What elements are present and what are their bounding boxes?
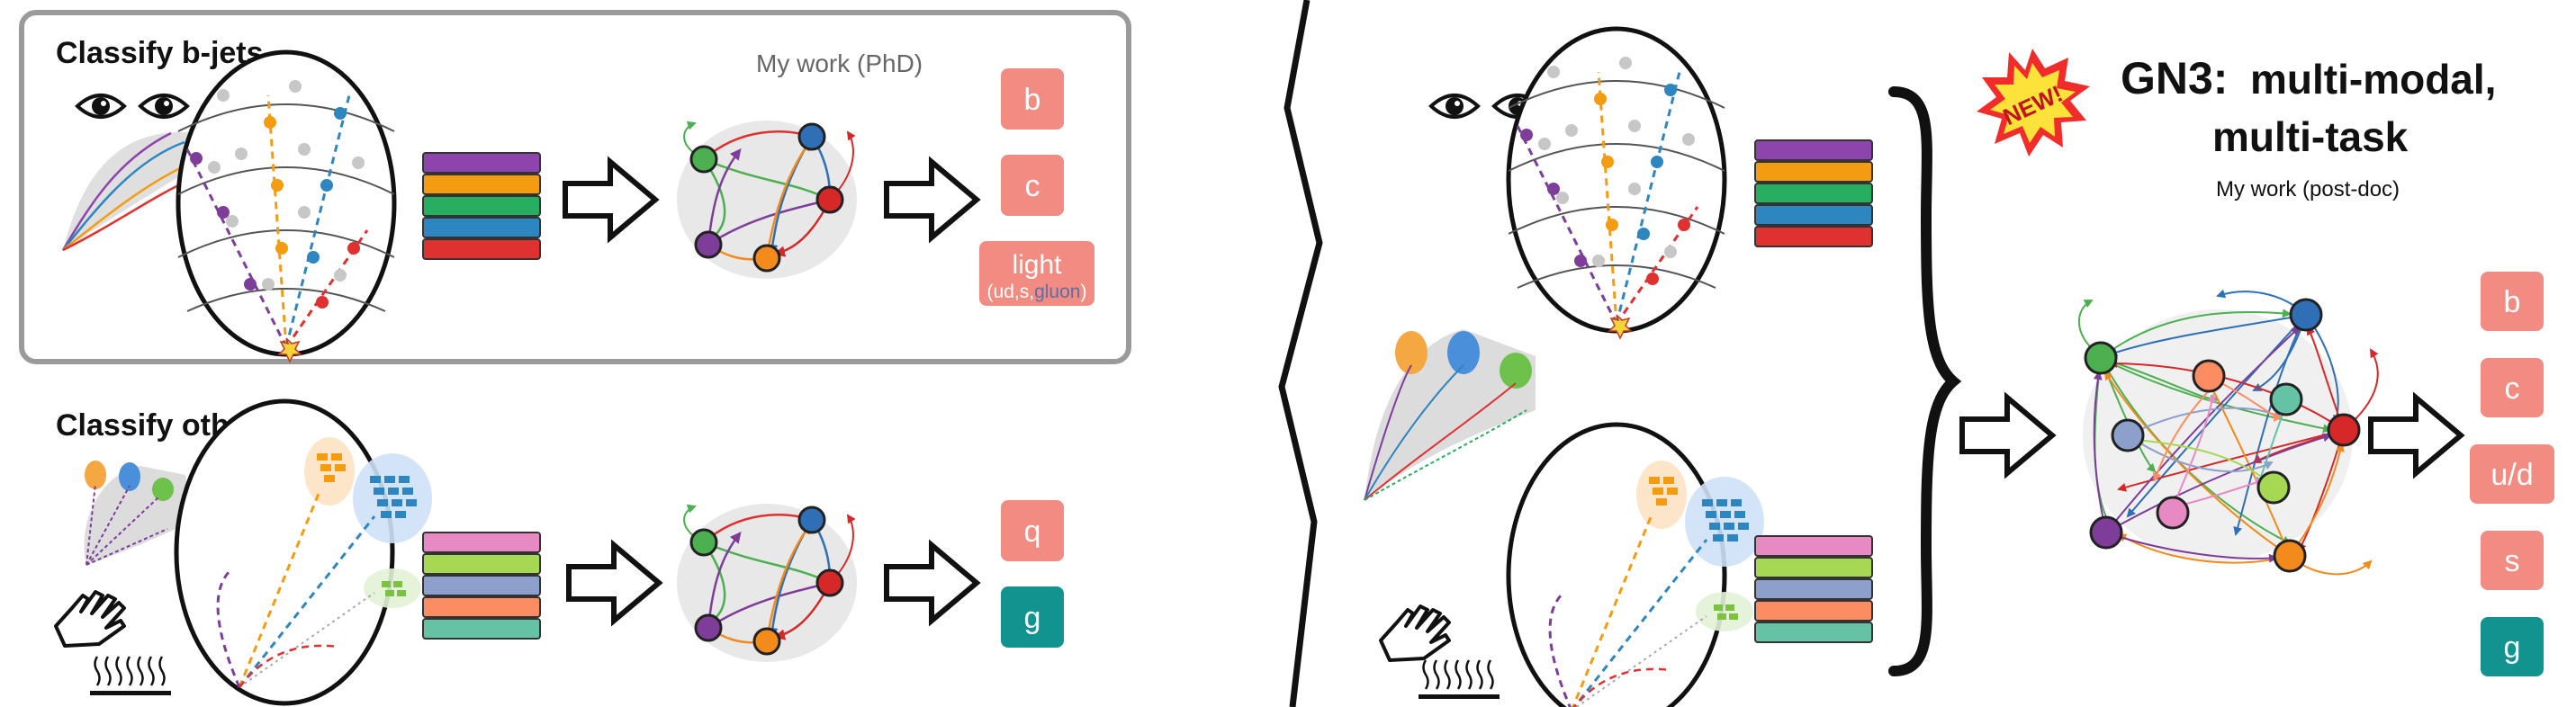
stack-layer: [422, 238, 541, 260]
output-box-s: [2481, 531, 2544, 590]
stack-layer: [1754, 204, 1873, 226]
eye-icon: [139, 94, 189, 119]
gn3-track-stack: [1754, 139, 1873, 247]
output-box-light: [979, 241, 1094, 306]
output-box-c: [1001, 155, 1064, 216]
output-label: b: [1024, 83, 1041, 117]
graph-node: [2269, 382, 2303, 416]
arrow-icon: [569, 545, 659, 621]
otherjets-outputs: q g: [1001, 500, 1064, 648]
calorimeter-detector: [176, 401, 432, 703]
graph-node: [2192, 359, 2226, 393]
bjets-subtitle: My work (PhD): [756, 49, 923, 77]
stack-layer: [422, 195, 541, 217]
stack-layer: [422, 596, 541, 618]
graph-network: [677, 504, 857, 662]
bjets-title: Classify b-jets: [56, 36, 264, 70]
stack-layer: [1754, 535, 1873, 557]
output-box-g: [2481, 617, 2544, 676]
hand-icon: [54, 590, 126, 648]
arrow-icon: [2371, 398, 2461, 473]
graph-node: [2089, 515, 2123, 550]
light-sublabel: (ud,s,gluon): [987, 282, 1087, 302]
calorimeter-detector: [1509, 425, 1764, 707]
output-label: c: [1025, 169, 1040, 203]
stack-layer: [422, 532, 541, 553]
output-box-c: [2481, 358, 2544, 417]
graph-node: [2111, 418, 2145, 452]
heater-icon: [88, 655, 173, 697]
panel-divider: [1278, 0, 1323, 707]
gn3-section: NEW! GN3: multi-modal, multi-task My wor…: [1364, 29, 2554, 707]
output-box-q: [1001, 500, 1064, 561]
gn3-calo-stack: [1754, 535, 1873, 643]
arrow-icon: [1962, 398, 2052, 473]
stack-layer: [1754, 161, 1873, 183]
merge-brace: [1888, 86, 1962, 676]
stack-layer: [422, 553, 541, 575]
graph-node: [2084, 341, 2118, 375]
stack-layer: [1754, 226, 1873, 247]
bjets-section: Classify b-jets My work (PhD) b c light …: [19, 10, 1131, 364]
gn3-subtitle: My work (post-doc): [2216, 177, 2400, 201]
eye-icon: [76, 94, 126, 119]
graph-node: [2327, 413, 2361, 447]
stack-layer: [422, 618, 541, 640]
stack-layer: [422, 575, 541, 596]
output-label: q: [1024, 515, 1041, 549]
otherjets-feature-stack: [422, 532, 541, 640]
stack-layer: [422, 174, 541, 195]
stack-layer: [422, 152, 541, 174]
gn3-title-line1: multi-modal,: [2250, 56, 2496, 103]
stack-layer: [1754, 600, 1873, 622]
jet-fan-icon: [84, 461, 194, 566]
gn3-title-prefix: GN3:: [2121, 53, 2228, 103]
output-label: s: [2505, 544, 2520, 578]
stack-layer: [1754, 622, 1873, 643]
graph-node: [2156, 496, 2190, 530]
new-badge-icon: NEW!: [1977, 49, 2090, 157]
output-label: b: [2504, 285, 2521, 319]
graph-node: [2256, 470, 2291, 505]
heater-icon: [1417, 658, 1501, 701]
jet-fan-icon: [1364, 329, 1536, 501]
gn3-title-line2: multi-task: [2212, 113, 2409, 160]
graph-network: [677, 121, 857, 279]
graph-node: [2273, 539, 2307, 573]
output-label: g: [2504, 631, 2521, 665]
output-label: u/d: [2490, 458, 2533, 492]
stack-layer: [422, 217, 541, 238]
output-label: g: [1024, 601, 1041, 635]
stack-layer: [1754, 139, 1873, 161]
stack-layer: [1754, 578, 1873, 600]
gn3-outputs: b c u/d s g: [2470, 272, 2554, 676]
bjets-outputs: b c light (ud,s,gluon): [979, 68, 1094, 306]
otherjets-section: Classify other jets q g: [54, 401, 1064, 703]
eye-icon: [1429, 94, 1480, 119]
output-label: light: [1012, 250, 1062, 280]
arrow-icon: [887, 545, 977, 621]
hand-icon: [1379, 604, 1451, 662]
stack-layer: [1754, 183, 1873, 204]
bjets-feature-stack: [422, 152, 541, 260]
gluon-word: gluon: [1034, 282, 1080, 302]
tracking-detector: [1509, 29, 1725, 338]
output-label: c: [2505, 371, 2520, 406]
output-box-g: [1001, 586, 1064, 648]
output-box-ud: [2470, 444, 2554, 504]
output-box-b: [2481, 272, 2544, 331]
gn3-graph-network: [2078, 289, 2379, 576]
stack-layer: [1754, 557, 1873, 578]
graph-node: [2289, 298, 2323, 332]
output-box-b: [1001, 68, 1064, 130]
